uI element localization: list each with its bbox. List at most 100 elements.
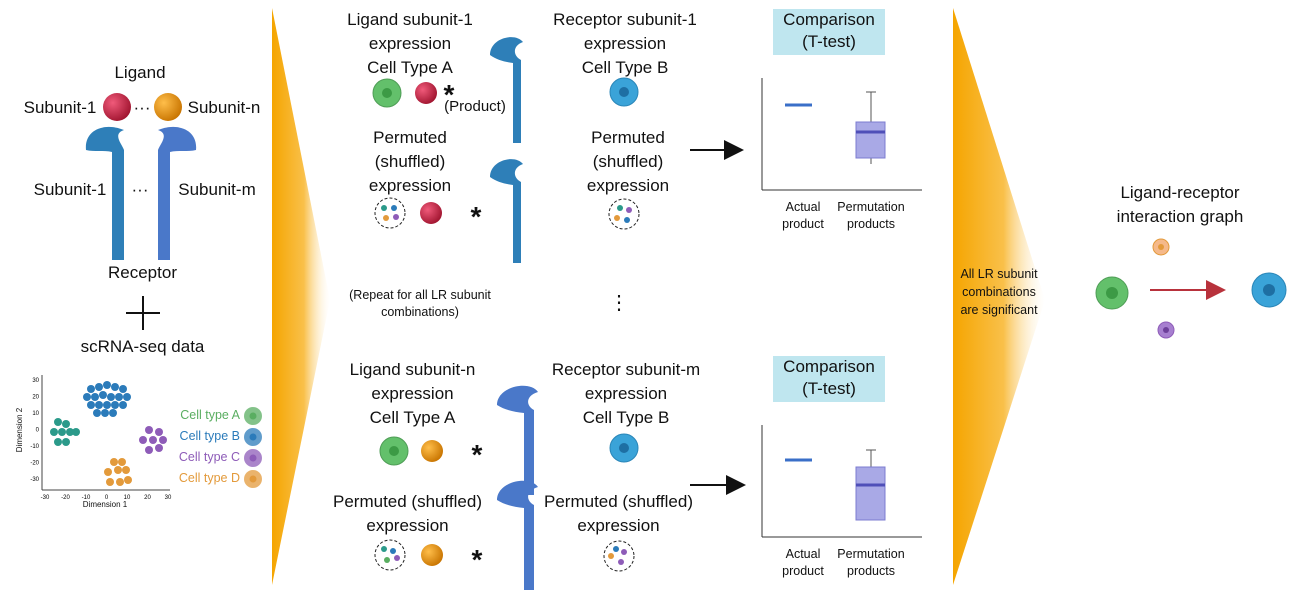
top-perm-ligand-2: (shuffled): [374, 152, 446, 171]
bottom-receptor-header-1: Receptor subunit-m: [551, 360, 701, 379]
scatter-point: [91, 393, 99, 401]
bottom-perm-receptor-1: Permuted (shuffled): [544, 492, 693, 511]
bottom-xlabel-perm-1: Permutation: [837, 547, 905, 561]
chevron-right: [953, 8, 1045, 585]
mixed-cells-bottom-left: [374, 539, 406, 571]
top-receptor-header-2: expression: [583, 34, 667, 53]
scatter-xtick: 10: [124, 495, 131, 501]
scatter-point: [62, 438, 70, 446]
scatter-point: [66, 428, 74, 436]
scatter-xtick: 20: [144, 495, 151, 501]
comparison-box-bottom: Comparison (T-test): [773, 356, 885, 402]
top-perm-receptor-1: Permuted: [591, 128, 665, 147]
mixed-cells-top-right: [608, 198, 640, 230]
scatter-point: [99, 391, 107, 399]
scatter-point: [87, 385, 95, 393]
scatter-xtick: -30: [41, 495, 50, 501]
bottom-xlabel-perm-2: products: [847, 564, 895, 578]
chevron-left: [272, 8, 330, 585]
bottom-perm-ligand-2: expression: [366, 516, 449, 535]
receptor-bottom-2: [497, 480, 538, 590]
scatter-point: [109, 409, 117, 417]
mixed-cells-bottom-right: [603, 540, 635, 572]
cell-b-top-nucleus: [619, 87, 629, 97]
scatter-point: [95, 401, 103, 409]
receptor-top-1: [490, 37, 523, 143]
scatter-point: [72, 428, 80, 436]
bottom-xlabel-actual-2: product: [782, 564, 824, 578]
bottom-perm-ligand-1: Permuted (shuffled): [333, 492, 482, 511]
ligand-subunit-n-ball: [154, 93, 182, 121]
bottom-ligand-header-1: Ligand subunit-n: [349, 360, 476, 379]
top-receptor-header-3: Cell Type B: [581, 58, 669, 77]
scatter-xtick: -20: [61, 495, 70, 501]
receptor-top-2: [490, 159, 523, 263]
scatter-xtick: -10: [82, 495, 91, 501]
scatter-point: [58, 428, 66, 436]
bottom-perm-receptor-2: expression: [577, 516, 660, 535]
legend-label: Cell type A: [180, 408, 240, 422]
scatter-point: [124, 476, 132, 484]
top-perm-ligand-1: Permuted: [373, 128, 447, 147]
ligand-ellipsis: ···: [133, 98, 151, 117]
scatter-ytick: -20: [30, 461, 39, 467]
scatter-point: [145, 426, 153, 434]
legend-swatch-nucleus: [249, 433, 257, 441]
top-perm-ligand-3: expression: [368, 176, 452, 195]
scatter-point: [50, 428, 58, 436]
legend-label: Cell type C: [178, 450, 240, 464]
scatter-xtick: 30: [165, 495, 172, 501]
ligand-ball-bottom: [421, 440, 443, 462]
ligand-ball-bottom-perm: [421, 544, 443, 566]
result-title-1: Ligand-receptor: [1120, 183, 1240, 202]
repeat-note-2: combinations): [381, 305, 459, 319]
scatter-point: [155, 444, 163, 452]
scatter-point: [93, 409, 101, 417]
top-ligand-header-1: Ligand subunit-1: [347, 10, 473, 29]
legend-swatch-nucleus: [249, 475, 257, 483]
product-label: (Product): [444, 98, 506, 115]
receptor-title: Receptor: [108, 263, 177, 282]
scatter-point: [62, 420, 70, 428]
receptor-subunit-m-shape: [158, 126, 197, 260]
receptor-subunit-m-label: Subunit-m: [178, 180, 256, 199]
scatter-point: [95, 383, 103, 391]
legend-swatch-nucleus: [249, 412, 257, 420]
scatter-point: [103, 401, 111, 409]
scrna-title: scRNA-seq data: [80, 337, 205, 356]
ligand-title: Ligand: [114, 63, 166, 82]
scatter-point: [116, 478, 124, 486]
repeat-note-1: (Repeat for all LR subunit: [349, 288, 491, 302]
scatter-point: [122, 466, 130, 474]
ligand-ball-top-perm: [420, 202, 442, 224]
comparison-bottom-line-1: Comparison: [783, 357, 875, 376]
ligand-subunit-1-ball: [103, 93, 131, 121]
top-xlabel-actual-1: Actual: [785, 200, 821, 214]
scatter-point: [104, 468, 112, 476]
scatter-point: [101, 409, 109, 417]
scatter-point: [119, 401, 127, 409]
scatter-point: [107, 393, 115, 401]
scatter-point: [115, 393, 123, 401]
comparison-bottom-line-2: (T-test): [802, 379, 856, 398]
comparison-box-top: Comparison (T-test): [773, 9, 885, 55]
top-xlabel-perm-2: products: [847, 217, 895, 231]
receptor-subunit-1-label: Subunit-1: [33, 180, 107, 199]
cell-a-top-nucleus: [382, 88, 392, 98]
mixed-cells-top-left: [374, 197, 406, 229]
scatter-point: [145, 446, 153, 454]
legend-label: Cell type D: [178, 471, 240, 485]
top-perm-receptor-2: (shuffled): [592, 152, 664, 171]
scatter-point: [106, 478, 114, 486]
receptor-ellipsis: ···: [131, 180, 149, 199]
boxplot-top: [761, 78, 922, 191]
bottom-times-2: *: [471, 544, 483, 575]
top-ligand-header-2: expression: [368, 34, 452, 53]
decision-line-1: All LR subunit: [960, 267, 1038, 281]
scatter-ytick: 30: [32, 378, 39, 384]
receptor-bottom-1: [497, 385, 538, 495]
scatter-ylabel: Dimension 2: [15, 407, 24, 453]
top-times-2: *: [470, 201, 482, 232]
scatter-point: [54, 418, 62, 426]
